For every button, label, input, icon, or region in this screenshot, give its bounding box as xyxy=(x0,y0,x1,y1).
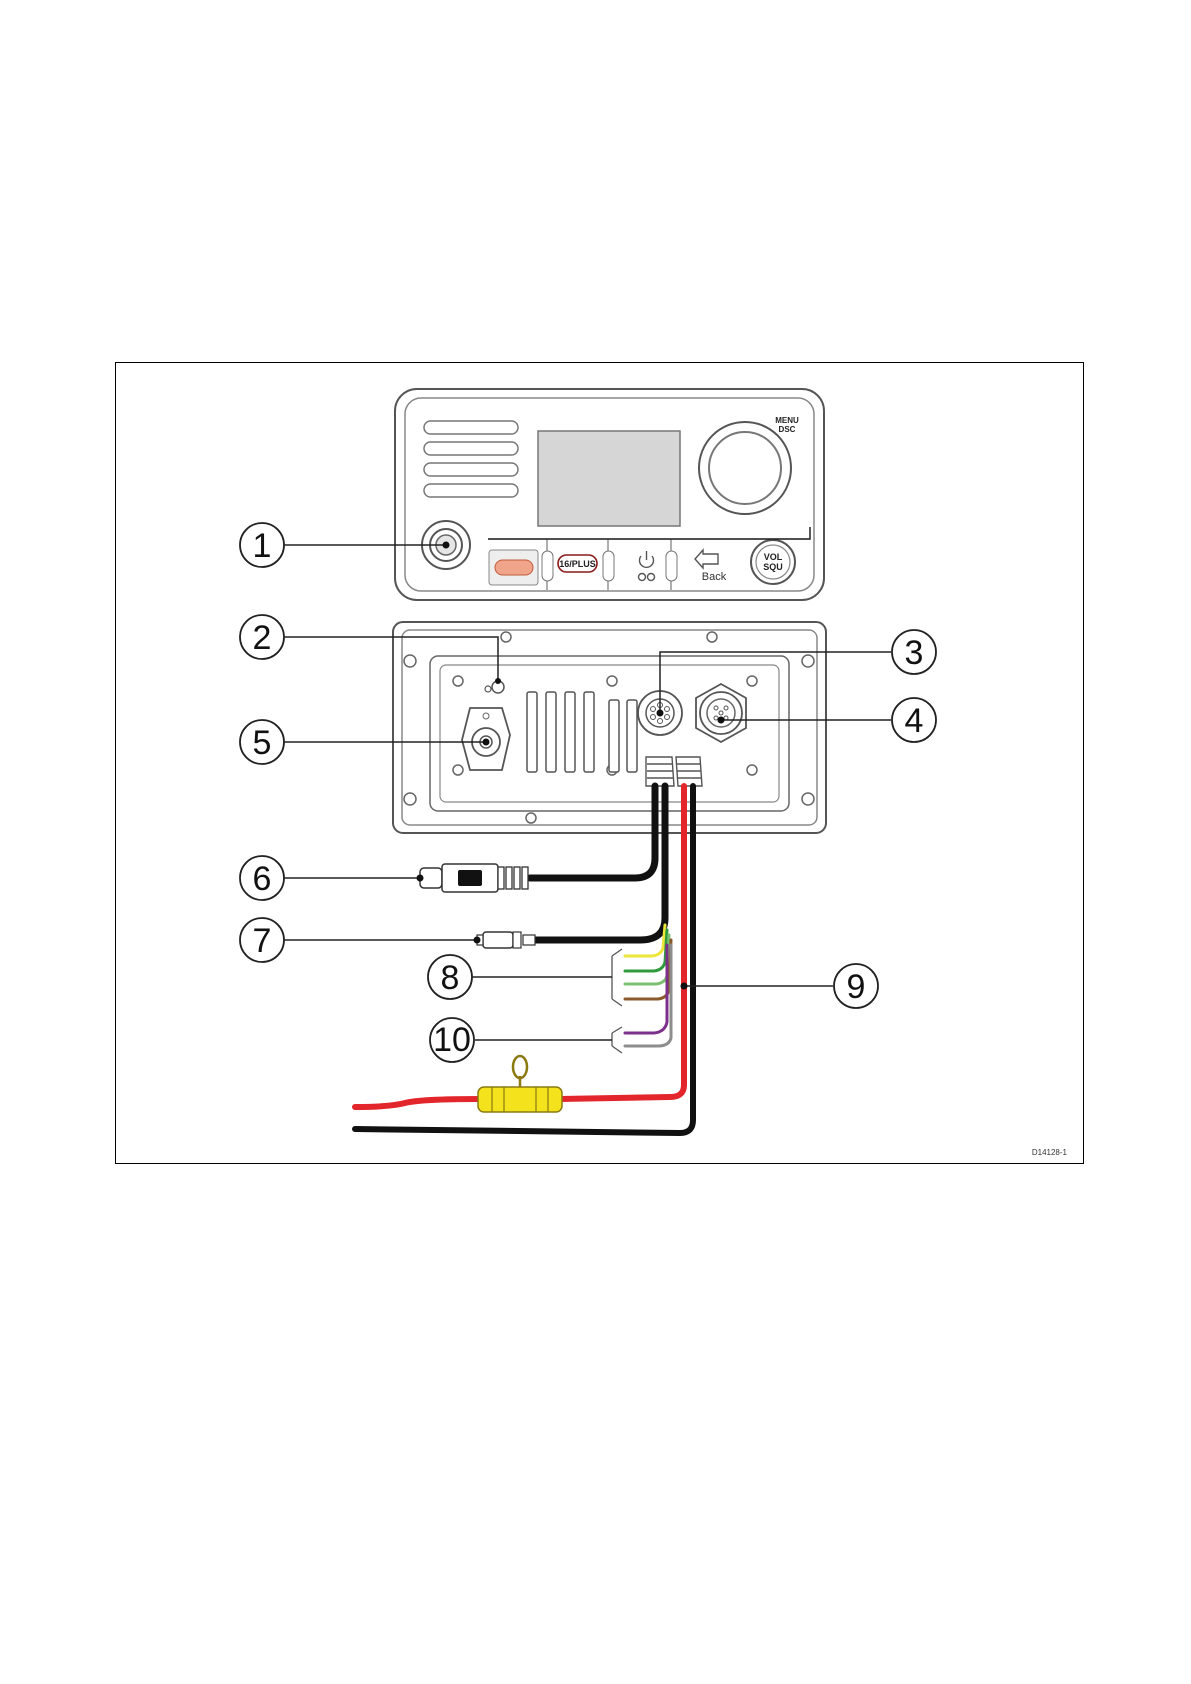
svg-text:1: 1 xyxy=(253,527,272,565)
soft-key-3[interactable] xyxy=(666,551,677,581)
svg-text:5: 5 xyxy=(253,724,272,762)
front-panel: MENU DSC 16/PLUS xyxy=(395,389,824,600)
back-label: Back xyxy=(702,571,727,583)
16-plus-label: 16/PLUS xyxy=(559,559,596,569)
svg-text:8: 8 xyxy=(441,959,460,997)
16-plus-button[interactable]: 16/PLUS xyxy=(558,555,597,572)
squ-label: SQU xyxy=(763,562,783,572)
svg-text:2: 2 xyxy=(253,619,272,657)
inline-fuse-holder xyxy=(478,1056,562,1112)
callout-3: 3 xyxy=(892,630,936,674)
menu-label: MENU xyxy=(775,416,799,425)
callout-10: 10 xyxy=(430,1018,474,1062)
svg-text:9: 9 xyxy=(847,968,866,1006)
power-cable-black xyxy=(355,786,693,1133)
rear-panel xyxy=(393,622,826,833)
lcd-screen xyxy=(538,431,680,526)
svg-text:3: 3 xyxy=(905,634,924,672)
vol-label: VOL xyxy=(764,552,783,562)
audio-plug xyxy=(477,932,535,948)
cables xyxy=(355,786,693,1133)
callout-8: 8 xyxy=(428,955,472,999)
svg-text:7: 7 xyxy=(253,922,272,960)
red-action-button[interactable] xyxy=(489,550,538,585)
figure-id: D14128-1 xyxy=(1032,1148,1068,1157)
callout-1: 1 xyxy=(240,523,284,567)
callout-7: 7 xyxy=(240,918,284,962)
soft-key-1[interactable] xyxy=(542,551,553,581)
dsc-label: DSC xyxy=(779,425,796,434)
callout-4: 4 xyxy=(892,698,936,742)
vol-squ-knob[interactable]: VOL SQU xyxy=(751,540,795,584)
nmea-plug xyxy=(420,864,528,892)
soft-key-2[interactable] xyxy=(603,551,614,581)
fused-red-lead xyxy=(355,1099,480,1107)
callout-2: 2 xyxy=(240,615,284,659)
callout-5: 5 xyxy=(240,720,284,764)
svg-text:10: 10 xyxy=(433,1021,471,1059)
callout-6: 6 xyxy=(240,856,284,900)
svg-text:4: 4 xyxy=(905,702,924,740)
rotary-knob[interactable] xyxy=(699,422,791,514)
purple-wire xyxy=(625,945,667,1033)
callout-9: 9 xyxy=(834,964,878,1008)
svg-text:6: 6 xyxy=(253,860,272,898)
